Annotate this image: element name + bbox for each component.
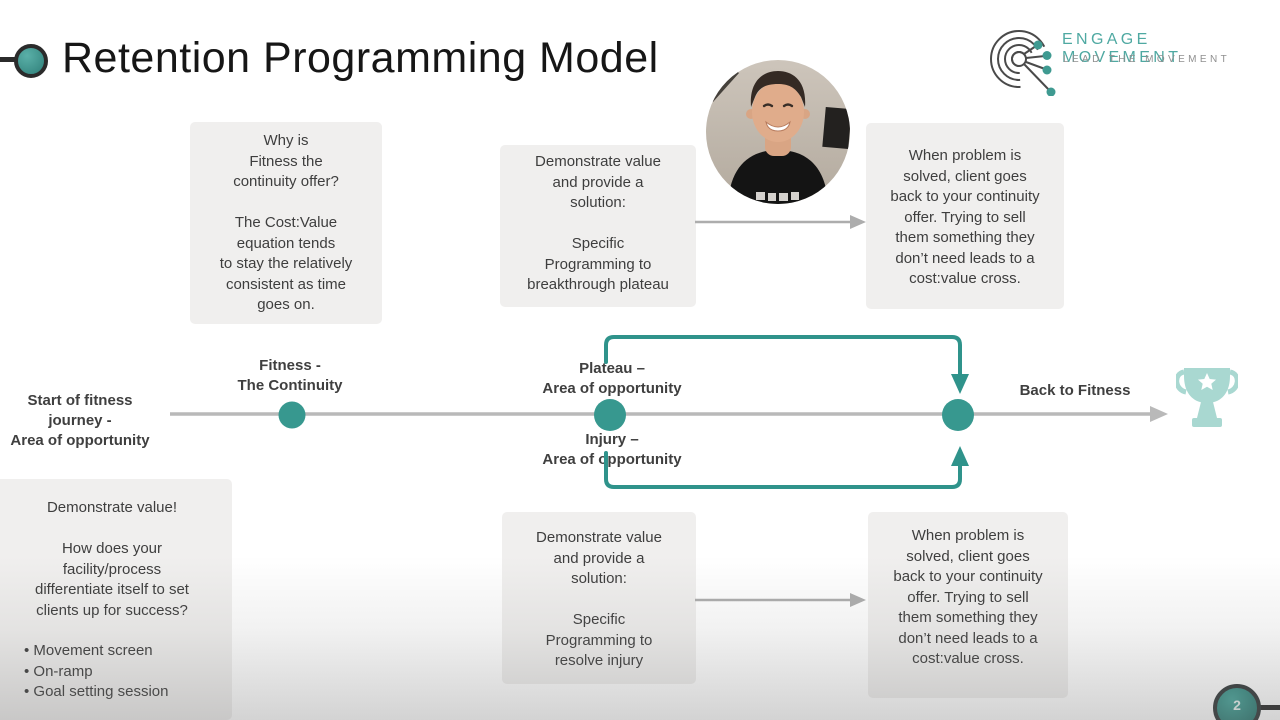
- trophy-star: [1198, 373, 1216, 390]
- milestone-dot-fitness: [278, 401, 306, 429]
- logo-name: ENGAGE MOVEMENT: [1062, 31, 1182, 66]
- callout-demonstrate-value: Demonstrate value! How does your facilit…: [0, 479, 232, 720]
- callout-demonstrate-value-text: Demonstrate value! How does your facilit…: [35, 499, 189, 619]
- timeline-label-fitness-continuity: Fitness - The Continuity: [237, 357, 343, 394]
- callout-solution-injury: Demonstrate value and provide a solution…: [502, 512, 696, 684]
- arrow-bottom-center-to-right: [695, 593, 866, 607]
- timeline-label-back-to-fitness: Back to Fitness: [1019, 382, 1131, 399]
- callout-demonstrate-value-bullets: • Movement screen • On-ramp • Goal setti…: [24, 642, 169, 700]
- engage-movement-logo: ENGAGE MOVEMENT LEAD THE MOVEMENT: [988, 20, 1268, 98]
- title-rule-line: [0, 57, 18, 62]
- callout-solution-plateau: Demonstrate value and provide a solution…: [500, 145, 696, 307]
- page-rule-line: [1254, 705, 1280, 710]
- title-accent-dot: [14, 44, 48, 78]
- callout-why-fitness-continuity: Why is Fitness the continuity offer? The…: [190, 122, 382, 324]
- bracket-up-arrowhead: [951, 446, 969, 466]
- milestone-dot-return: [942, 399, 974, 431]
- bracket-down-arrowhead: [951, 374, 969, 394]
- trophy-icon: [1176, 368, 1238, 427]
- timeline-label-injury: Injury – Area of opportunity: [542, 431, 682, 468]
- timeline-label-plateau: Plateau – Area of opportunity: [542, 360, 682, 397]
- callout-problem-solved-bottom: When problem is solved, client goes back…: [868, 512, 1068, 698]
- logo-tagline: LEAD THE MOVEMENT: [1063, 54, 1231, 65]
- milestone-dot-plateau-injury: [594, 399, 626, 431]
- presenter-webcam-avatar: [706, 60, 850, 204]
- callout-problem-solved-top: When problem is solved, client goes back…: [866, 123, 1064, 309]
- arrow-top-center-to-right: [695, 215, 866, 229]
- page-title: Retention Programming Model: [62, 34, 659, 82]
- logo-target-icon: [990, 30, 1058, 96]
- timeline-axis-arrow: [170, 406, 1168, 422]
- timeline-label-start: Start of fitness journey - Area of oppor…: [10, 392, 150, 449]
- page-number-badge: 2: [1213, 684, 1261, 720]
